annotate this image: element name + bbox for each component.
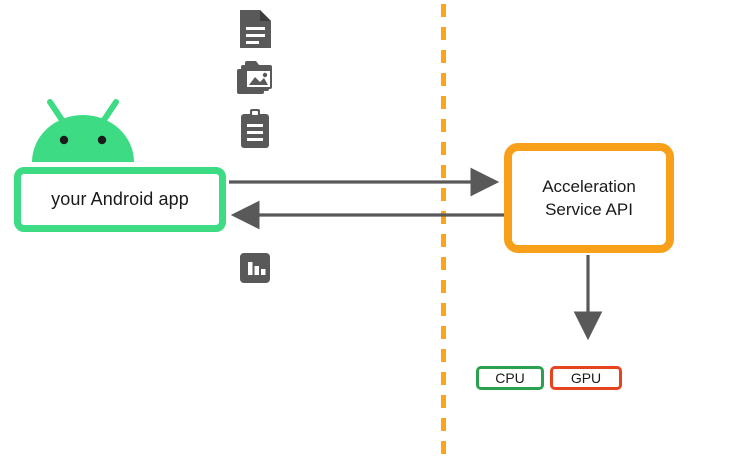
cpu-chip[interactable]: CPU xyxy=(476,366,544,390)
bar-chart-icon-wrap xyxy=(238,251,272,285)
android-robot-icon xyxy=(32,99,134,162)
data-icons-group xyxy=(236,8,278,158)
gpu-label: GPU xyxy=(570,370,602,386)
image-icon xyxy=(237,61,272,94)
bar-chart-icon xyxy=(240,253,270,283)
your-android-app-box[interactable]: your Android app xyxy=(14,167,226,232)
acceleration-service-api-label: Acceleration Service API xyxy=(542,177,636,219)
process-boundary-divider xyxy=(441,4,446,454)
clipboard-icon xyxy=(241,109,269,148)
gpu-chip[interactable]: GPU xyxy=(550,366,622,390)
your-android-app-label: your Android app xyxy=(51,189,189,209)
document-icon xyxy=(240,10,271,48)
cpu-label: CPU xyxy=(495,370,525,386)
acceleration-service-api-box[interactable]: Acceleration Service API xyxy=(504,143,674,253)
